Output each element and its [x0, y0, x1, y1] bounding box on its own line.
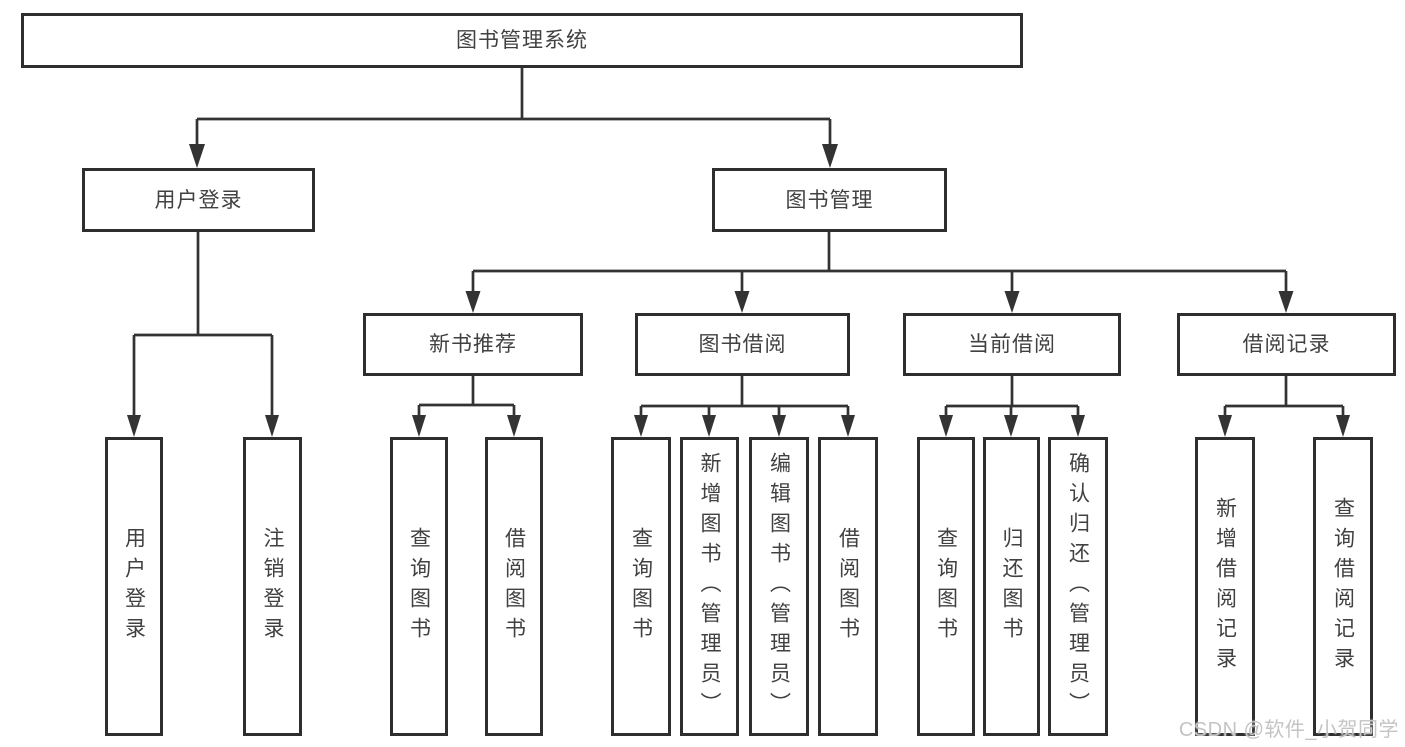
node-label: 新书推荐: [429, 333, 517, 356]
node-label: 新增借阅记录: [1213, 496, 1237, 677]
node-label: 注销登录: [261, 526, 284, 647]
node-label: 查询图书: [407, 526, 431, 647]
node-leaf-add-book: 新增图书（管理员）: [680, 437, 739, 736]
node-label: 确认归还（管理员）: [1066, 451, 1090, 722]
node-leaf-return-book: 归还图书: [983, 437, 1040, 736]
node-label: 查询图书: [629, 526, 653, 647]
node-leaf-query-book-2: 查询图书: [611, 437, 671, 736]
node-label: 图书管理: [785, 188, 874, 212]
node-label: 图书借阅: [698, 333, 787, 356]
node-label: 当前借阅: [968, 333, 1056, 356]
node-leaf-query-borrow-record: 查询借阅记录: [1313, 437, 1373, 736]
node-label: 查询借阅记录: [1331, 496, 1355, 677]
node-label: 用户登录: [154, 188, 243, 212]
node-label: 借阅记录: [1242, 333, 1331, 356]
node-label: 查询图书: [934, 526, 958, 647]
node-book-management: 图书管理: [712, 168, 947, 232]
node-leaf-confirm-return: 确认归还（管理员）: [1048, 437, 1108, 736]
node-label: 用户登录: [122, 526, 146, 647]
node-label: 图书管理系统: [456, 29, 588, 52]
node-leaf-user-login: 用户登录: [105, 437, 163, 736]
node-borrow-records: 借阅记录: [1177, 313, 1396, 376]
node-new-book-recommend: 新书推荐: [363, 313, 583, 376]
node-leaf-add-borrow-record: 新增借阅记录: [1195, 437, 1255, 736]
node-label: 新增图书（管理员）: [698, 451, 721, 722]
node-leaf-logout: 注销登录: [243, 437, 302, 736]
node-user-login: 用户登录: [82, 168, 315, 232]
node-label: 借阅图书: [836, 526, 860, 647]
arrowhead-icons: [127, 144, 1350, 437]
node-label: 归还图书: [1000, 526, 1023, 647]
node-leaf-borrow-book-1: 借阅图书: [485, 437, 543, 736]
node-leaf-borrow-book-2: 借阅图书: [818, 437, 878, 736]
node-current-borrow: 当前借阅: [903, 313, 1121, 376]
node-root: 图书管理系统: [21, 13, 1023, 68]
watermark-text: CSDN @软件_小贺同学: [1178, 719, 1399, 741]
node-leaf-query-book-3: 查询图书: [917, 437, 975, 736]
node-book-borrow: 图书借阅: [635, 313, 850, 376]
node-label: 编辑图书（管理员）: [767, 451, 791, 722]
node-leaf-edit-book: 编辑图书（管理员）: [749, 437, 809, 736]
node-leaf-query-book-1: 查询图书: [390, 437, 448, 736]
node-label: 借阅图书: [502, 526, 526, 647]
